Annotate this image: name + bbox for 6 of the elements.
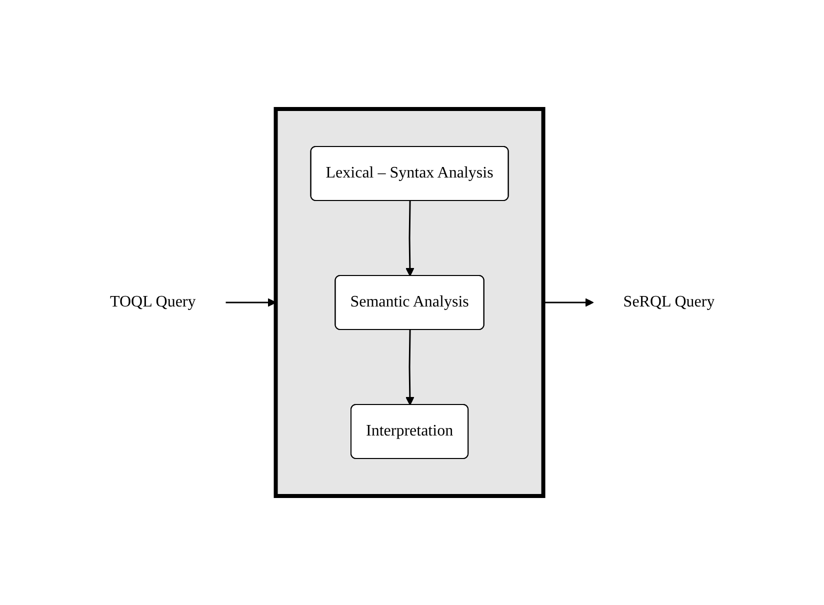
node-text: SeRQL Query [622,294,714,310]
arrow [405,200,414,276]
arrow [542,298,594,307]
cluster [273,107,545,498]
arrow [405,330,414,406]
node-text: TOQL Query [110,294,196,310]
